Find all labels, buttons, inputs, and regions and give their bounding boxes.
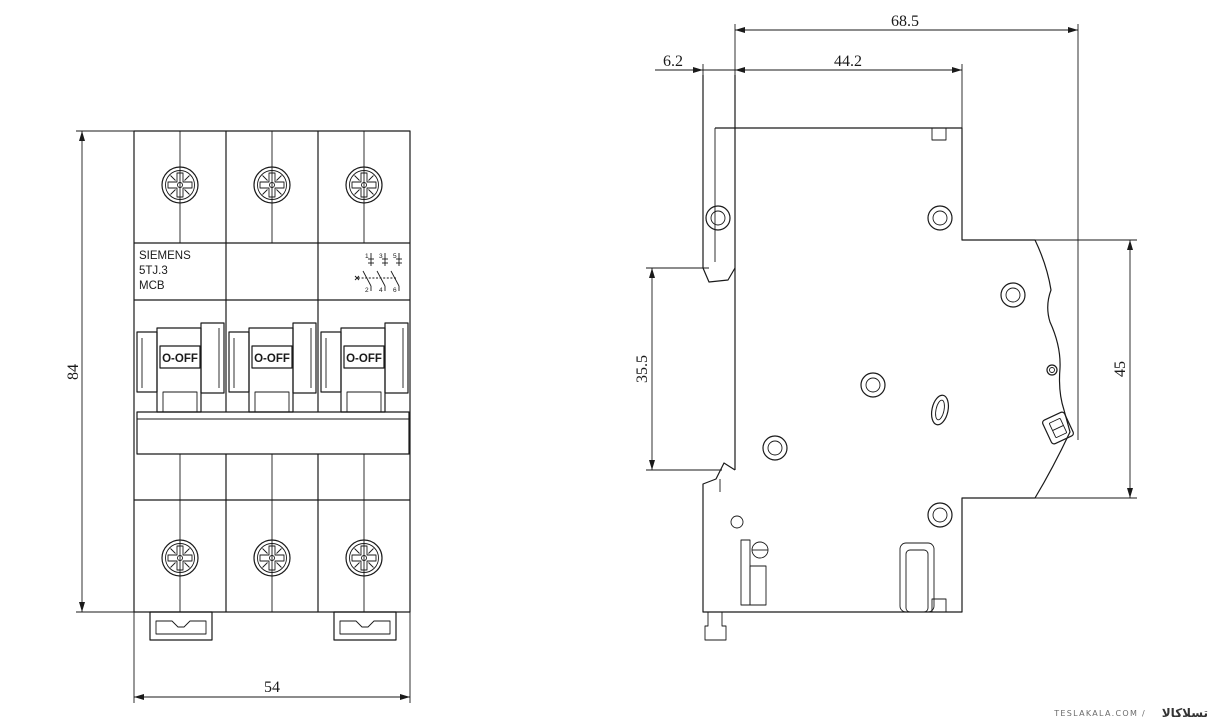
watermark: TESLAKALA.COM / تسلاکالا [1053,706,1208,720]
mounting-boss [927,502,953,528]
terminal-number: 2 [365,287,369,294]
handle-window [254,391,290,413]
handle-body [340,327,386,413]
pivot-pin-center [1049,367,1055,373]
boss-inner [767,440,783,456]
boss-inner [710,210,726,226]
dimension-clip-offset: 6.2 [655,53,735,75]
small-hole [730,515,744,529]
dimension-width-value: 54 [264,679,280,696]
dimension-rail-height: 35.5 [634,267,722,471]
terminal-number: 5 [393,253,397,260]
handle-lever [384,322,409,394]
handle-body [248,327,294,413]
latch-clip-inner [1049,418,1067,438]
slot-inner [935,399,945,421]
bottom-notch [931,598,947,613]
slot-outer [930,394,950,426]
oval-slot [930,394,950,426]
dimension-shoulder-depth: 44.2 [735,53,963,128]
pivot-pin [1046,364,1058,376]
dimension-overall-depth-value: 68.5 [891,13,919,30]
boss-outer [927,502,953,528]
boss-outer [762,435,788,461]
type-label: MCB [139,280,165,292]
boss-outer [705,205,731,231]
boss-inner [1005,287,1021,303]
rear-latch-body [749,565,767,606]
boss-inner [932,210,948,226]
handle-label: O-OFF [254,353,290,365]
bottom-slot-inner [905,549,929,613]
rear-latch [740,539,751,606]
dimension-height-value: 84 [65,364,82,380]
dimension-shoulder-depth-value: 44.2 [834,53,862,70]
bottom-clip-tab [704,612,727,641]
handle-side-tab [320,331,342,393]
circuit-schematic-icon: 1 2 3 4 5 6 [354,253,402,294]
boss-outer [927,205,953,231]
boss-inner [865,377,881,393]
din-clip-foot [149,611,213,641]
watermark-logo: تسلاکالا [1162,706,1208,720]
din-clip-slot [155,620,207,635]
side-view: 68.5 6.2 44.2 45 35.5 [634,13,1137,641]
terminal-number: 4 [379,287,383,294]
mounting-boss [705,205,731,231]
handle-label: O-OFF [162,353,198,365]
boss-inner [932,507,948,523]
mounting-boss [860,372,886,398]
terminal-number: 3 [379,253,383,260]
mounting-boss [762,435,788,461]
front-view: SIEMENS 5TJ.3 MCB 1 2 3 4 5 [65,130,411,703]
handle-label-box [343,345,385,369]
handle-label: O-OFF [346,353,382,365]
brand-label: SIEMENS [139,250,191,262]
handle-body [156,327,202,413]
model-label: 5TJ.3 [139,265,168,277]
mounting-boss [1000,282,1026,308]
toggle-handle: O-OFF [136,322,225,413]
boss-outer [860,372,886,398]
handle-window [346,391,382,413]
latch-clip-outer [1042,411,1074,445]
dimension-overall-depth: 68.5 [734,13,1079,440]
side-body-outline [702,127,1071,613]
toggle-handle: O-OFF [320,322,409,413]
schematic-switch-blade [390,270,400,287]
din-clip-slot [339,620,391,635]
dimension-height: 84 [65,130,134,613]
terminal-number: 6 [393,287,397,294]
handle-side-tab [228,331,250,393]
dimension-rail-height-value: 35.5 [634,355,651,383]
toggle-handle: O-OFF [228,322,317,413]
boss-outer [1000,282,1026,308]
schematic-switch-blade [362,270,372,287]
latch-clip-detail [1052,425,1064,431]
dimension-front-height: 45 [1035,239,1137,499]
top-notch [931,127,947,141]
terminal-number: 1 [365,253,369,260]
handle-side-tab [136,331,158,393]
handle-label-box [159,345,201,369]
front-latch-clip [1042,411,1074,445]
dimension-clip-offset-value: 6.2 [663,53,683,70]
din-clip-foot [333,611,397,641]
bottom-slot-outer [899,542,935,613]
dimension-width: 54 [133,612,411,703]
upper-din-hook [702,75,736,283]
handle-window [162,391,198,413]
schematic-switch-blade [376,270,386,287]
mounting-boss [927,205,953,231]
watermark-site: TESLAKALA.COM / [1053,709,1146,718]
dimension-front-height-value: 45 [1112,361,1129,377]
handle-lever [292,322,317,394]
handle-label-box [251,345,293,369]
handle-lever [200,322,225,394]
schematic-trip-mark [354,275,360,281]
handle-tie-bar [136,411,410,455]
